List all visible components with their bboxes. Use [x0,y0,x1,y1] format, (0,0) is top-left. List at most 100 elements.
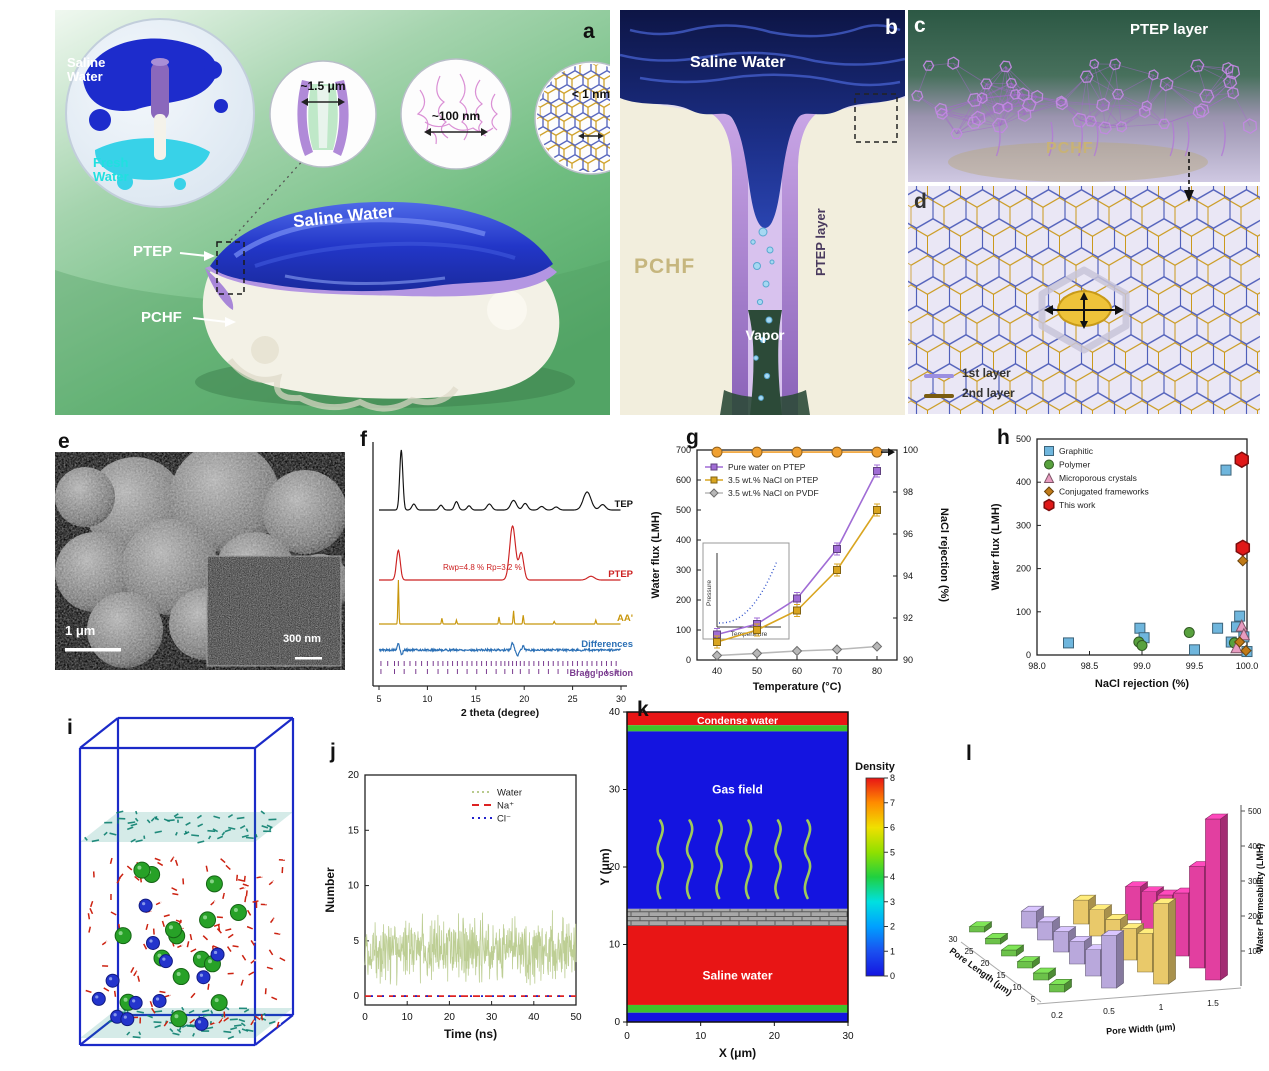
ptep-layer-molecular-view [908,10,1260,182]
svg-text:70: 70 [832,666,842,676]
svg-text:1.5: 1.5 [1207,998,1219,1008]
label-pchf-c: PCHF [1046,140,1094,157]
label-ptep-layer-b: PTEP layer [813,208,828,276]
svg-text:1: 1 [1159,1002,1164,1012]
zoom-region-box [854,93,898,143]
svg-text:300: 300 [676,565,691,575]
svg-text:94: 94 [903,571,913,581]
panel-letter-j: j [330,740,336,763]
svg-text:0.5: 0.5 [1103,1006,1115,1016]
md-simulation-box [78,716,295,1047]
svg-text:Gas field: Gas field [712,783,763,797]
svg-text:1: 1 [890,946,895,956]
svg-text:Time (ns): Time (ns) [444,1027,497,1041]
panel-letter-l: l [966,742,972,765]
svg-text:Graphitic: Graphitic [1059,446,1094,456]
label-scale-1nm: < 1 nm [571,87,610,101]
svg-text:15: 15 [997,971,1006,980]
svg-text:Pure water on PTEP: Pure water on PTEP [728,462,806,472]
svg-text:8: 8 [890,773,895,783]
svg-text:50: 50 [570,1012,582,1023]
svg-text:Number: Number [323,867,337,913]
svg-text:20: 20 [769,1031,781,1042]
svg-text:Polymer: Polymer [1059,460,1090,470]
panel-d: 1st layer 2nd layer [908,186,1260,414]
label-pchf-b: PCHF [634,255,696,278]
svg-text:Na⁺: Na⁺ [497,801,514,812]
panel-letter-k: k [637,698,649,721]
pore-cross-section [620,10,905,415]
svg-text:100: 100 [1248,947,1262,956]
svg-text:NaCl rejection (%): NaCl rejection (%) [1095,678,1189,690]
svg-text:30: 30 [609,785,621,796]
svg-text:0: 0 [1026,650,1031,660]
bilayer-lattice-inset [537,64,610,172]
panel-b: Saline Water PCHF PTEP layer Vapor [620,10,905,415]
svg-text:Water Permeability (LMH): Water Permeability (LMH) [1255,844,1265,953]
svg-text:10: 10 [422,694,432,704]
svg-text:Saline water: Saline water [702,969,772,983]
svg-text:Pressure: Pressure [706,580,713,606]
svg-text:3.5 wt.% NaCl on PTEP: 3.5 wt.% NaCl on PTEP [728,475,819,485]
label-inset-saline-water: Saline Water [67,55,106,85]
svg-text:5: 5 [353,936,359,947]
svg-text:30: 30 [949,935,958,944]
svg-text:20: 20 [444,1012,456,1023]
label-inset-fresh-water: Fresh Water [93,155,129,185]
svg-text:NaCl rejection (%): NaCl rejection (%) [938,508,950,602]
svg-text:99.0: 99.0 [1133,661,1151,671]
svg-text:0.2: 0.2 [1051,1010,1063,1020]
panel-letter-e: e [58,430,70,453]
label-scale-100nm: ~100 nm [431,109,481,123]
svg-text:98.0: 98.0 [1028,661,1046,671]
svg-text:100: 100 [1016,607,1031,617]
panel-e: 1 μm 300 nm [55,452,345,670]
label-vapor: Vapor [745,327,785,343]
svg-text:PTEP: PTEP [608,569,633,580]
unit-cell-highlight [1038,266,1130,354]
panel-letter-c: c [914,14,926,37]
svg-text:40: 40 [609,707,621,718]
svg-text:30: 30 [842,1031,854,1042]
svg-text:Cl⁻: Cl⁻ [497,814,511,825]
svg-text:200: 200 [1016,564,1031,574]
svg-text:300: 300 [1016,520,1031,530]
sem-image [55,452,345,670]
svg-text:98.5: 98.5 [1081,661,1099,671]
svg-text:3.5 wt.% NaCl on PVDF: 3.5 wt.% NaCl on PVDF [728,488,819,498]
svg-text:80: 80 [872,666,882,676]
svg-text:99.5: 99.5 [1186,661,1204,671]
bilayer-lattice-view [908,186,1260,414]
svg-text:30: 30 [616,694,626,704]
svg-text:3: 3 [890,897,895,907]
svg-text:0: 0 [614,1017,620,1028]
svg-text:15: 15 [348,825,360,836]
svg-text:0: 0 [890,971,895,981]
svg-text:10: 10 [695,1031,707,1042]
svg-text:0: 0 [624,1031,630,1042]
svg-text:Temperature (°C): Temperature (°C) [753,681,842,693]
panel-a: Saline Water Fresh Water ~1.5 μm ~100 nm… [55,10,610,415]
svg-text:200: 200 [1248,912,1262,921]
svg-text:600: 600 [676,475,691,485]
panel-i [55,690,317,1068]
svg-text:10: 10 [348,881,360,892]
svg-text:TEP: TEP [615,499,634,510]
svg-text:200: 200 [676,595,691,605]
svg-text:50: 50 [752,666,762,676]
svg-text:Pore Width (μm): Pore Width (μm) [1106,1022,1176,1037]
svg-text:20: 20 [348,770,360,781]
svg-text:400: 400 [1248,842,1262,851]
svg-text:0: 0 [686,655,691,665]
svg-text:500: 500 [1016,434,1031,444]
svg-text:AA': AA' [617,613,633,624]
panel-letter-i: i [67,716,73,739]
svg-text:90: 90 [903,655,913,665]
